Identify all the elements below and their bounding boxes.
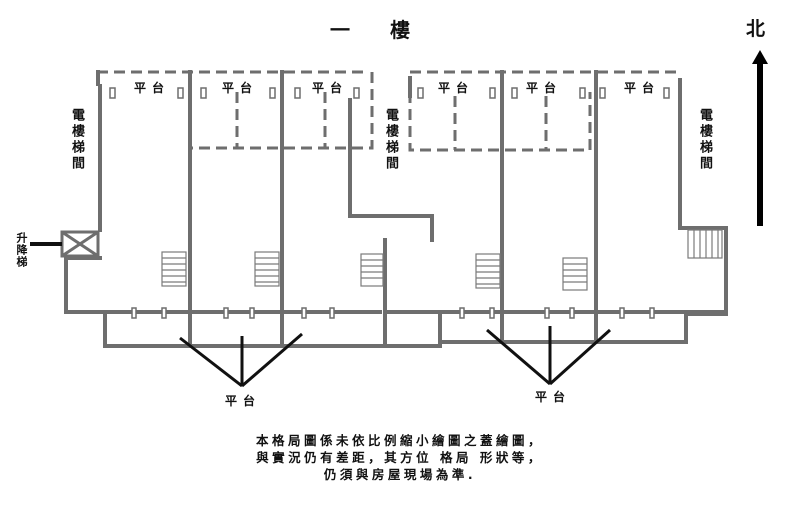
elevator-box bbox=[60, 230, 100, 258]
platform-label: 平台 bbox=[134, 81, 171, 95]
disclaimer-line: 與實況仍有差距，其方位 格局 形狀等， bbox=[256, 450, 544, 465]
stairwell-label: 電樓梯間 bbox=[383, 108, 398, 172]
platform-label: 平台 bbox=[438, 81, 475, 95]
door-markers bbox=[109, 87, 670, 319]
platform-pointers bbox=[179, 326, 612, 388]
platform-label: 平台 bbox=[526, 81, 563, 95]
platform-label: 平台 bbox=[222, 81, 259, 95]
floor-title: 一 樓 bbox=[330, 18, 410, 42]
stairwell-label: 電樓梯間 bbox=[69, 108, 84, 172]
disclaimer-line: 本格局圖係未依比例縮小繪圖之蓋繪圖， bbox=[255, 433, 544, 448]
north-label: 北 bbox=[746, 18, 766, 40]
stairs bbox=[161, 229, 723, 291]
stairwell-label: 電樓梯間 bbox=[697, 108, 712, 172]
platform-label: 平台 bbox=[624, 81, 661, 95]
platform-label: 平台 bbox=[312, 81, 349, 95]
platform-label: 平台 bbox=[535, 390, 572, 404]
platform-label: 平台 bbox=[225, 394, 262, 408]
elevator-label: 升降梯 bbox=[15, 232, 28, 268]
north-arrow-icon bbox=[752, 50, 768, 226]
disclaimer-line: 仍須與房屋現場為準. bbox=[323, 467, 477, 482]
disclaimer-notes: 本格局圖係未依比例縮小繪圖之蓋繪圖， 與實況仍有差距，其方位 格局 形狀等， 仍… bbox=[150, 432, 650, 483]
